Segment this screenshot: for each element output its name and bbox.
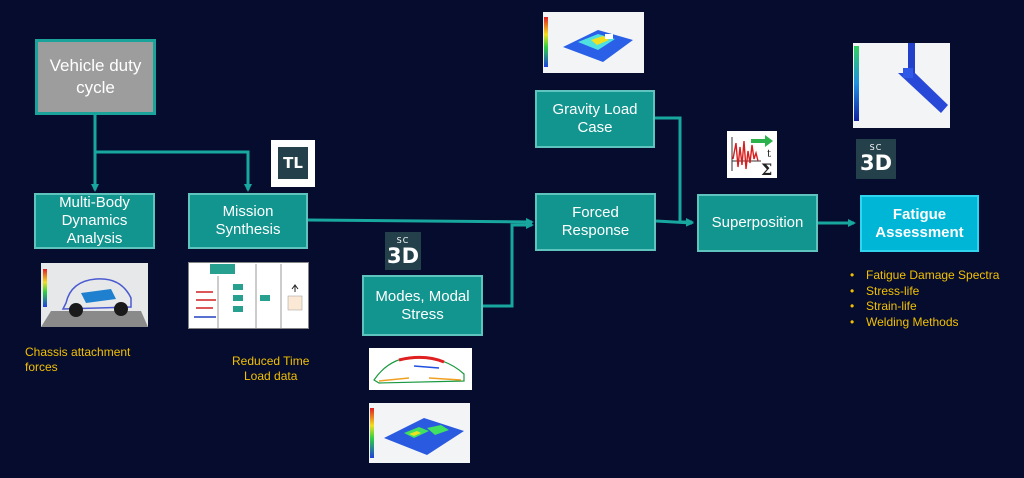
vehicle-duty-cycle-label: Vehicle duty cycle xyxy=(49,56,142,97)
superposition-signal-icon: t Σ xyxy=(727,131,777,178)
sc3d-logo-modes: SC 3D xyxy=(385,232,421,270)
vehicle-mbd-thumbnail xyxy=(41,263,148,327)
fatigue-assessment-box[interactable]: Fatigue Assessment xyxy=(860,195,979,252)
modes-modal-stress-label: Modes, Modal Stress xyxy=(375,287,470,323)
sc-text: SC xyxy=(396,236,410,245)
sc3d-logo-fatigue: SC 3D xyxy=(856,139,896,179)
reduced-time-load-caption: Reduced Time Load data xyxy=(232,354,310,383)
3d-text: 3D xyxy=(386,244,420,268)
superposition-box[interactable]: Superposition xyxy=(697,194,818,252)
multi-body-dynamics-label: Multi-Body Dynamics Analysis xyxy=(59,194,130,247)
fatigue-method-item: Fatigue Damage Spectra xyxy=(848,268,999,284)
fatigue-method-item: Stress-life xyxy=(848,284,999,300)
mission-synthesis-label: Mission Synthesis xyxy=(215,203,281,238)
tl-logo: TL xyxy=(271,140,315,187)
fatigue-assessment-label: Fatigue Assessment xyxy=(875,205,964,241)
arrow-modes-to-forced xyxy=(482,221,534,308)
gravity-load-case-label: Gravity Load Case xyxy=(552,101,638,136)
arrow-mission-to-forced xyxy=(307,217,534,226)
fatigue-method-item: Welding Methods xyxy=(848,315,999,331)
arrow-gravity-to-superposition xyxy=(654,116,694,226)
mission-synthesis-box[interactable]: Mission Synthesis xyxy=(188,193,308,249)
vehicle-duty-cycle-box[interactable]: Vehicle duty cycle xyxy=(35,39,156,115)
multi-body-dynamics-box[interactable]: Multi-Body Dynamics Analysis xyxy=(34,193,155,249)
fatigue-fea-thumbnail xyxy=(853,43,950,128)
gravity-fea-thumbnail xyxy=(543,12,644,73)
arrow-forced-to-superposition xyxy=(655,218,694,227)
modal-stress-thumbnail xyxy=(369,403,470,463)
arrow-duty-to-mission xyxy=(95,150,252,192)
mission-synthesis-thumbnail xyxy=(188,262,309,329)
svg-text:t: t xyxy=(767,149,771,160)
modes-modal-stress-box[interactable]: Modes, Modal Stress xyxy=(362,275,483,336)
3d-text: 3D xyxy=(859,151,893,175)
sc-text: SC xyxy=(869,143,883,152)
chassis-attachment-caption: Chassis attachment forces xyxy=(25,345,131,374)
svg-text:Σ: Σ xyxy=(761,160,772,178)
gravity-load-case-box[interactable]: Gravity Load Case xyxy=(535,90,655,148)
forced-response-box[interactable]: Forced Response xyxy=(535,193,656,251)
fatigue-methods-list: Fatigue Damage Spectra Stress-life Strai… xyxy=(848,268,999,330)
fatigue-method-item: Strain-life xyxy=(848,299,999,315)
superposition-label: Superposition xyxy=(711,214,804,231)
mode-shape-thumbnail xyxy=(369,348,472,390)
forced-response-label: Forced Response xyxy=(561,204,630,239)
tl-logo-text: TL xyxy=(278,147,308,179)
